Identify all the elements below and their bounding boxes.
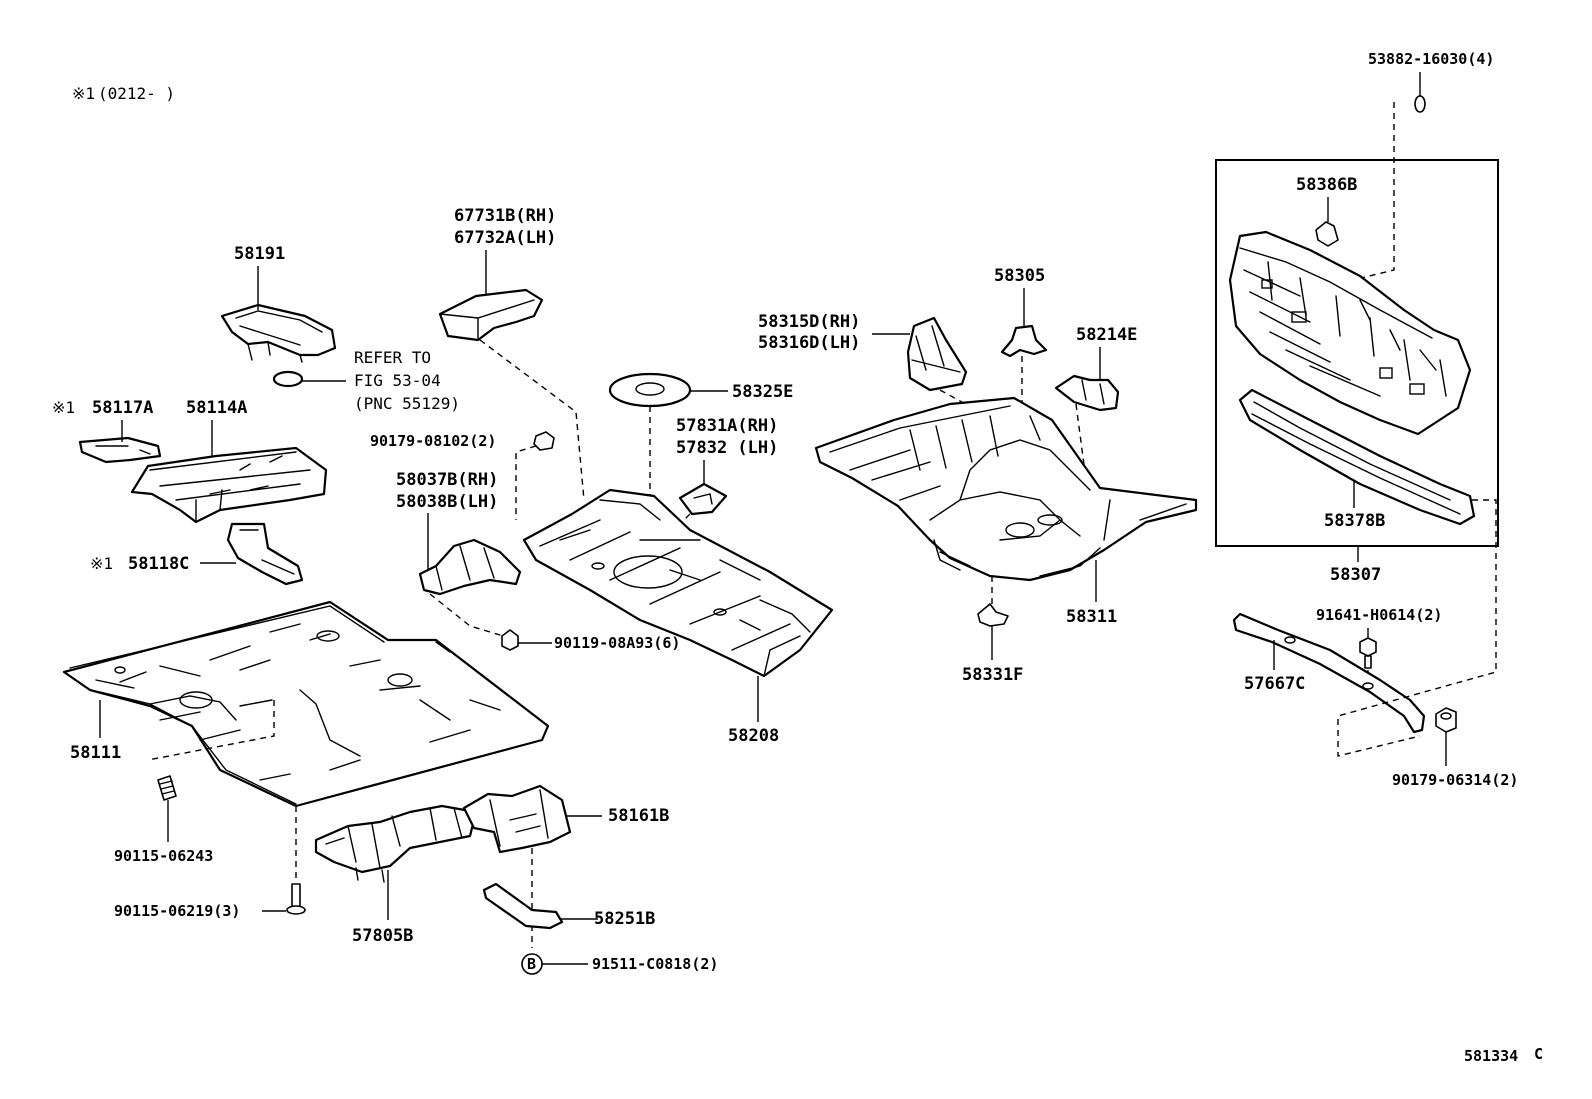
label-58161B: 58161B xyxy=(608,806,669,826)
part-90115-06219 xyxy=(286,883,306,915)
label-58214E: 58214E xyxy=(1076,325,1137,345)
part-91641-H0614 xyxy=(1359,637,1377,669)
note-text: (0212- ) xyxy=(98,84,175,103)
label-58305: 58305 xyxy=(994,266,1045,286)
label-58378B: 58378B xyxy=(1324,511,1385,531)
label-90179-06314: 90179-06314(2) xyxy=(1392,771,1518,789)
dash-58037B xyxy=(429,593,511,639)
part-58117A xyxy=(78,436,162,464)
part-57831A xyxy=(678,482,728,516)
label-58208: 58208 xyxy=(728,726,779,746)
part-58118C xyxy=(226,522,304,586)
label-90115-06243: 90115-06243 xyxy=(114,847,213,865)
part-58311 xyxy=(814,396,1198,582)
label-53882: 53882-16030(4) xyxy=(1368,50,1494,68)
part-58111 xyxy=(62,600,550,808)
label-58111: 58111 xyxy=(70,743,121,763)
part-58037B xyxy=(418,538,522,596)
label-58114A: 58114A xyxy=(186,398,247,418)
part-58191 xyxy=(220,303,337,363)
label-91641: 91641-H0614(2) xyxy=(1316,606,1442,624)
label-58315D: 58315D(RH) xyxy=(758,312,860,332)
part-57667C xyxy=(1232,612,1426,734)
part-90119-08A93 xyxy=(501,629,519,651)
part-67731B xyxy=(438,288,544,342)
part-58378B xyxy=(1238,388,1476,526)
label-58038B: 58038B(LH) xyxy=(396,492,498,512)
part-58386B xyxy=(1315,221,1339,247)
refer-line-1: REFER TO xyxy=(354,348,431,367)
part-58214E xyxy=(1054,374,1120,412)
label-58386B: 58386B xyxy=(1296,175,1357,195)
part-58325E xyxy=(608,372,692,408)
label-67732A: 67732A(LH) xyxy=(454,228,556,248)
dash-53882 xyxy=(1319,102,1395,289)
part-58251B xyxy=(482,882,564,930)
label-90115-06219: 90115-06219(3) xyxy=(114,902,240,920)
b-circle-letter: B xyxy=(527,955,536,973)
dash-58214E xyxy=(1075,403,1087,481)
label-90179-08102: 90179-08102(2) xyxy=(370,432,496,450)
label-90119: 90119-08A93(6) xyxy=(554,634,680,652)
part-90115-06243 xyxy=(157,775,177,801)
dash-67731B xyxy=(479,339,585,501)
label-58316D: 58316D(LH) xyxy=(758,333,860,353)
part-57805B xyxy=(314,804,478,883)
figure-code-suffix: C xyxy=(1534,1045,1543,1063)
part-58208 xyxy=(522,488,834,678)
refer-line-2: FIG 53-04 xyxy=(354,371,441,390)
label-57805B: 57805B xyxy=(352,926,413,946)
part-58331F xyxy=(977,603,1009,627)
part-58307-panel xyxy=(1228,230,1472,436)
label-58311: 58311 xyxy=(1066,607,1117,627)
dash-90179-08102 xyxy=(515,445,537,520)
label-58037B: 58037B(RH) xyxy=(396,470,498,490)
mark-58118C: ※1 xyxy=(90,554,113,573)
part-58305 xyxy=(1000,324,1048,358)
label-58325E: 58325E xyxy=(732,382,793,402)
part-58161B xyxy=(462,784,572,854)
part-58315D xyxy=(906,316,968,392)
part-90179-08102 xyxy=(533,431,555,451)
label-58118C: 58118C xyxy=(128,554,189,574)
figure-code: 581334 xyxy=(1464,1047,1518,1065)
label-91511: 91511-C0818(2) xyxy=(592,955,718,973)
part-53882-16030 xyxy=(1414,95,1426,113)
label-67731B: 67731B(RH) xyxy=(454,206,556,226)
part-90179-06314 xyxy=(1435,707,1457,733)
label-58191: 58191 xyxy=(234,244,285,264)
label-58251B: 58251B xyxy=(594,909,655,929)
grommet-55129 xyxy=(272,370,304,388)
label-58331F: 58331F xyxy=(962,665,1023,685)
label-57832: 57832 (LH) xyxy=(676,438,778,458)
label-58117A: 58117A xyxy=(92,398,153,418)
refer-line-3: (PNC 55129) xyxy=(354,394,460,413)
part-58114A xyxy=(130,446,328,524)
dash-58307-group xyxy=(1337,499,1497,757)
label-58307: 58307 xyxy=(1330,565,1381,585)
label-57831A: 57831A(RH) xyxy=(676,416,778,436)
note-mark: ※1 xyxy=(72,84,95,103)
dash-floor-a xyxy=(147,700,275,761)
mark-58117A: ※1 xyxy=(52,398,75,417)
group-box-58307 xyxy=(1215,159,1499,547)
label-57667C: 57667C xyxy=(1244,674,1305,694)
